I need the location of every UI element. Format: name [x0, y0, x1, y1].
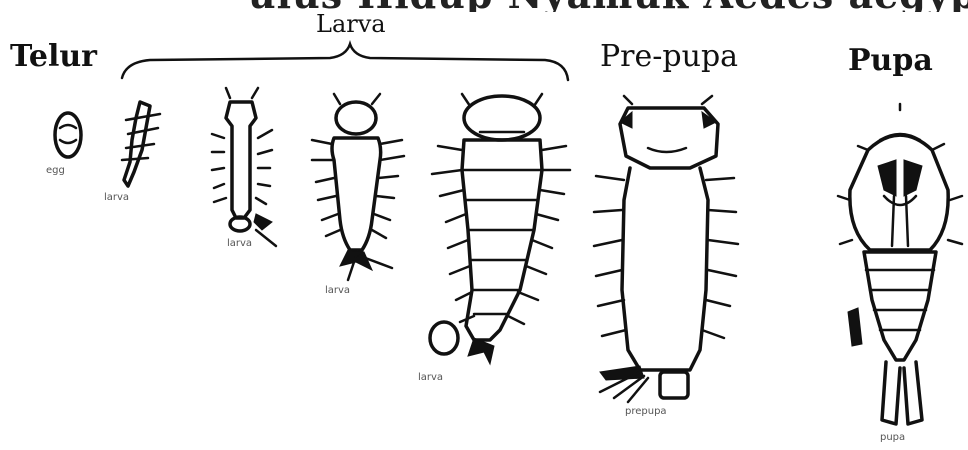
larva-4-drawing — [430, 94, 570, 364]
larva-1-drawing — [122, 102, 160, 186]
caption-egg: egg — [46, 165, 65, 176]
pupa-drawing — [838, 104, 962, 424]
caption-larva-2: larva — [227, 238, 252, 249]
caption-prepupa: prepupa — [625, 406, 667, 417]
larva-2-drawing — [212, 88, 276, 246]
larva-3-drawing — [312, 94, 404, 280]
caption-larva-4: larva — [418, 372, 443, 383]
egg-drawing — [55, 113, 81, 157]
caption-pupa: pupa — [880, 432, 905, 443]
caption-larva-3: larva — [325, 285, 350, 296]
larva-bracket — [122, 44, 568, 80]
caption-larva-1: larva — [104, 192, 129, 203]
prepupa-drawing — [594, 96, 738, 402]
